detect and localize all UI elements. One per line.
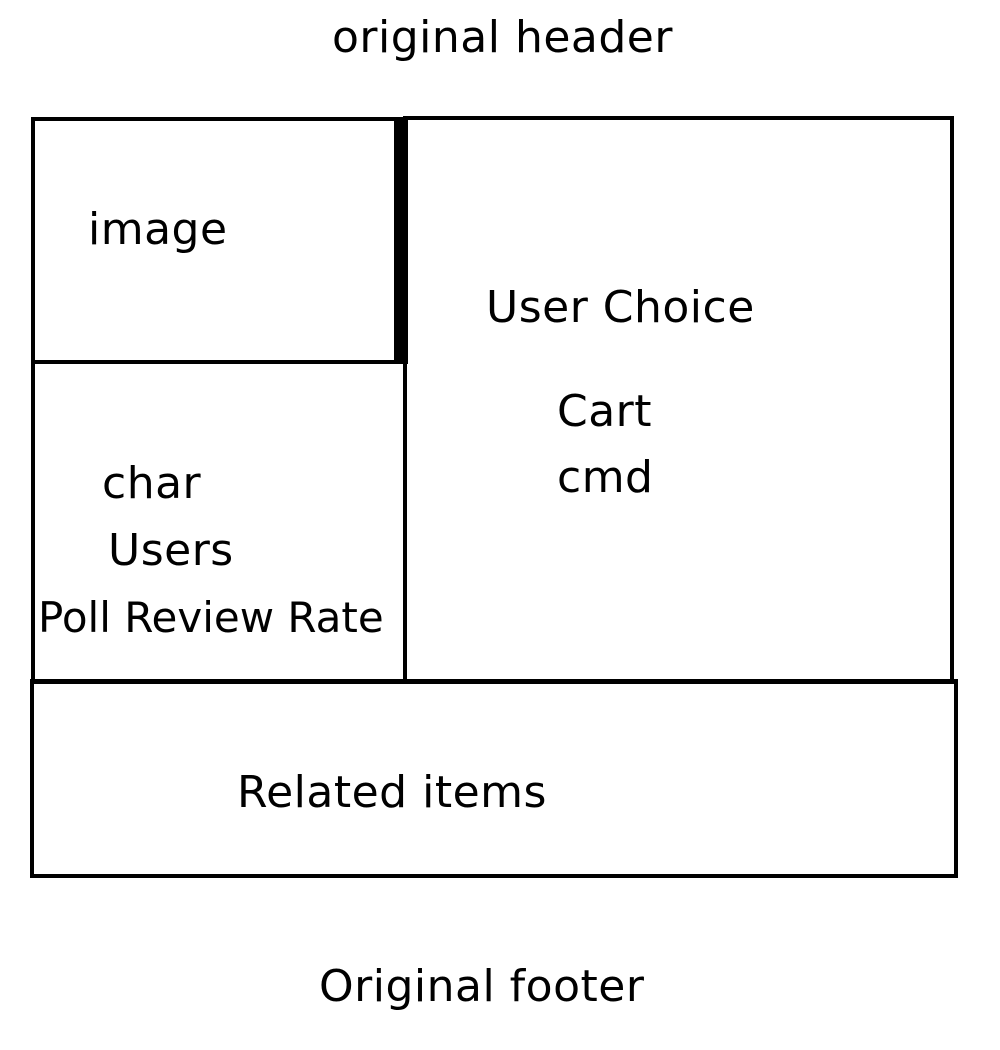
user-choice-panel — [403, 116, 954, 684]
cart-label: Cart — [557, 386, 653, 437]
user-choice-title: User Choice — [486, 282, 755, 333]
image-label: image — [88, 204, 228, 255]
char-label: char — [102, 458, 202, 509]
related-items-box — [30, 679, 958, 878]
header-label: original header — [332, 12, 673, 63]
footer-label: Original footer — [319, 961, 645, 1012]
cmd-label: cmd — [557, 452, 654, 503]
related-items-label: Related items — [237, 767, 547, 818]
poll-review-rate-label: Poll Review Rate — [38, 593, 384, 642]
users-label: Users — [108, 525, 234, 576]
